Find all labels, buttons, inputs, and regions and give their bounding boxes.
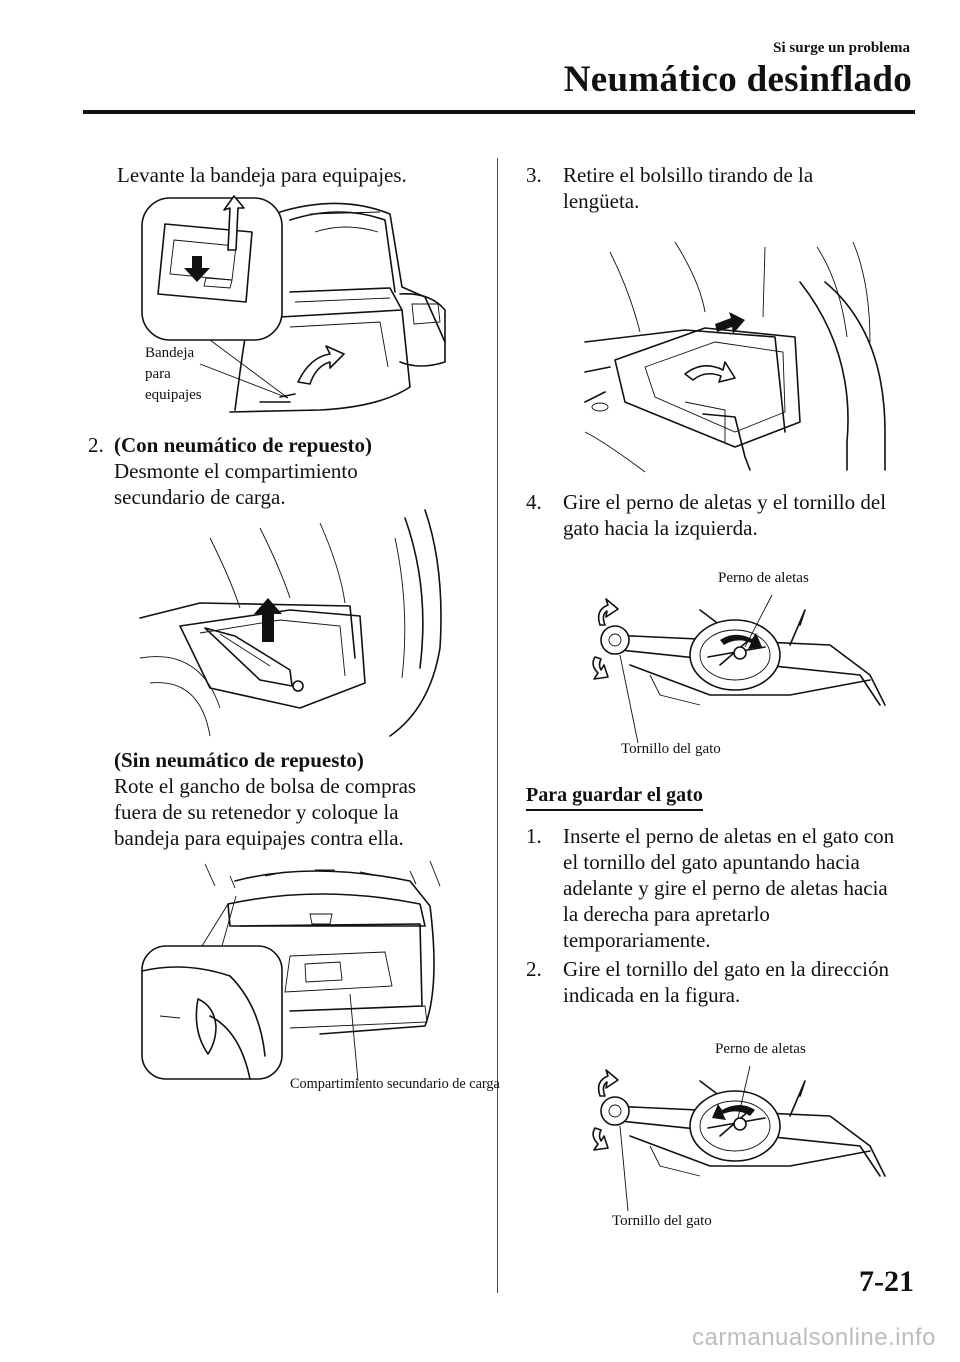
figure-shopping-hook [141, 860, 441, 1082]
page-number: 7-21 [859, 1265, 914, 1298]
step-2-heading-a: (Con neumático de repuesto) [114, 433, 373, 457]
figure-jack-store [592, 1065, 886, 1212]
store-step-2: 2.Gire el tornillo del gato en la direcc… [526, 957, 889, 1007]
section-header: Si surge un problema [773, 40, 910, 56]
step-number: 1. [526, 824, 542, 848]
step-3: 3.Retire el bolsillo tirando de la lengü… [526, 163, 814, 213]
figure-remove-pocket [584, 241, 886, 473]
fig3-label: Compartimiento secundario de carga [290, 1076, 500, 1092]
column-divider [497, 158, 498, 1293]
step-2: 2.(Con neumático de repuesto) Desmonte e… [88, 433, 373, 509]
figure-jack-loosen [592, 594, 886, 744]
fig1-label: Bandeja para equipajes [145, 345, 202, 403]
fig5-wing-bolt-label: Perno de aletas [718, 570, 809, 586]
step-number: 3. [526, 163, 542, 187]
step-number: 2. [88, 433, 104, 457]
fig5-jack-screw-label: Tornillo del gato [621, 741, 721, 757]
store-step-1: 1.Inserte el perno de aletas en el gato … [526, 824, 895, 952]
step-number: 2. [526, 957, 542, 981]
step-number: 4. [526, 490, 542, 514]
step-4: 4.Gire el perno de aletas y el tornillo … [526, 490, 887, 540]
header-rule [83, 110, 915, 114]
fig6-jack-screw-label: Tornillo del gato [612, 1213, 712, 1229]
page-title: Neumático desinflado [563, 59, 912, 100]
watermark: carmanualsonline.info [692, 1324, 936, 1351]
figure-cargo-compartment [139, 509, 442, 737]
intro-text: Levante la bandeja para equipajes. [117, 163, 407, 187]
section-title: Para guardar el gato [526, 784, 703, 811]
figure-luggage-tray [141, 195, 446, 413]
fig6-wing-bolt-label: Perno de aletas [715, 1041, 806, 1057]
step-2-b: (Sin neumático de repuesto) Rote el ganc… [114, 747, 494, 851]
step-2-heading-b: (Sin neumático de repuesto) [114, 748, 364, 772]
